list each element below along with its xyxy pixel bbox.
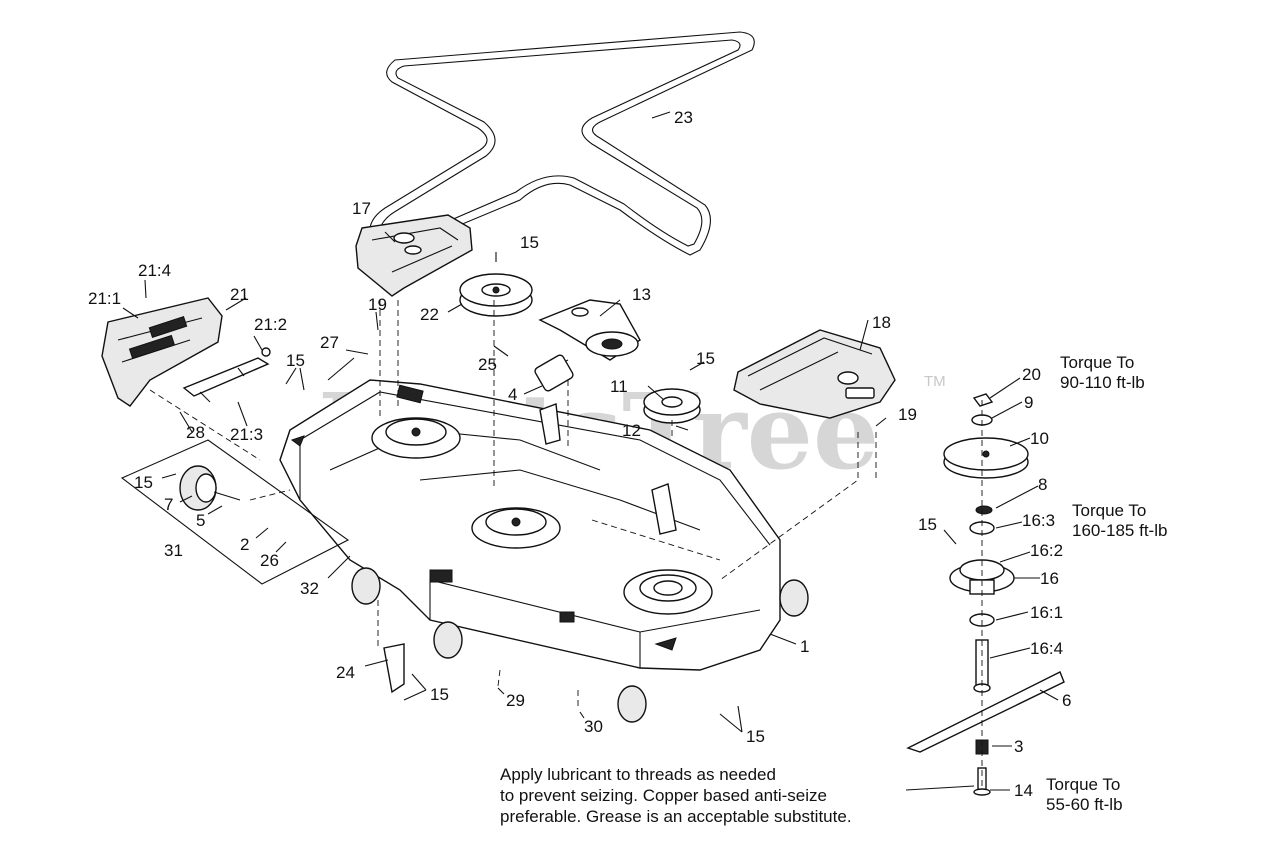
idler-pulley-part — [643, 388, 701, 424]
callout-23: 23 — [674, 108, 693, 127]
callout-25: 25 — [478, 355, 497, 374]
callout-15-idler: 15 — [696, 349, 715, 368]
callout-6: 6 — [1062, 691, 1071, 710]
group-31-outline — [120, 439, 350, 585]
callout-16-2: 16:2 — [1030, 541, 1063, 560]
gauge-wheel-part — [179, 465, 241, 511]
callout-labels: 17 23 15 22 13 25 4 11 12 15 18 19 19 21… — [88, 108, 1071, 800]
callout-17: 17 — [352, 199, 371, 218]
callout-18: 18 — [872, 313, 891, 332]
callout-21-4: 21:4 — [138, 261, 171, 280]
belt-cover-right-part — [733, 329, 896, 419]
lubricant-note: Apply lubricant to threads as needed to … — [500, 765, 852, 826]
callout-27: 27 — [320, 333, 339, 352]
callout-30: 30 — [584, 717, 603, 736]
callout-32: 32 — [300, 579, 319, 598]
callout-12: 12 — [622, 421, 641, 440]
callout-21: 21 — [230, 285, 249, 304]
drive-belt-part — [369, 31, 755, 256]
callout-11: 11 — [610, 377, 628, 396]
watermark-trademark: TM — [924, 373, 946, 390]
callout-19-left: 19 — [368, 295, 387, 314]
callout-21-1: 21:1 — [88, 289, 121, 308]
callout-16: 16 — [1040, 569, 1059, 588]
lubricant-line2: to prevent seizing. Copper based anti-se… — [500, 786, 827, 805]
callout-15-cover: 15 — [286, 351, 305, 370]
callout-21-2: 21:2 — [254, 315, 287, 334]
callout-15-bracket: 15 — [430, 685, 449, 704]
torque-14-line2: 55-60 ft-lb — [1046, 795, 1123, 814]
callout-15-deck: 15 — [746, 727, 765, 746]
callout-16-3: 16:3 — [1022, 511, 1055, 530]
callout-3: 3 — [1014, 737, 1023, 756]
belt-cover-left-part — [355, 214, 473, 297]
callout-8: 8 — [1038, 475, 1047, 494]
callout-14: 14 — [1014, 781, 1033, 800]
torque-notes: Torque To 90-110 ft-lb Torque To 160-185… — [1046, 353, 1167, 814]
callout-2: 2 — [240, 535, 249, 554]
spindle-assembly — [906, 393, 1065, 796]
callout-15-pulley: 15 — [520, 233, 539, 252]
callout-29: 29 — [506, 691, 525, 710]
idler-arm-part — [538, 299, 641, 361]
callout-16-1: 16:1 — [1030, 603, 1063, 622]
pulley-part — [459, 273, 533, 317]
callout-16-4: 16:4 — [1030, 639, 1063, 658]
spring-part — [534, 354, 574, 392]
callout-20: 20 — [1022, 365, 1041, 384]
lubricant-line3: preferable. Grease is an acceptable subs… — [500, 807, 852, 826]
mower-deck-part — [279, 379, 809, 723]
callout-26: 26 — [260, 551, 279, 570]
callout-9: 9 — [1024, 393, 1033, 412]
torque-14-line1: Torque To — [1046, 775, 1120, 794]
assembly-guide-lines — [149, 300, 877, 708]
callout-15-wheel: 15 — [134, 473, 153, 492]
torque-8-line1: Torque To — [1072, 501, 1146, 520]
callout-7: 7 — [164, 495, 173, 514]
callout-28: 28 — [186, 423, 205, 442]
callout-19-right: 19 — [898, 405, 917, 424]
leader-lines — [122, 111, 1059, 791]
callout-15-spindle: 15 — [918, 515, 937, 534]
callout-4: 4 — [508, 385, 517, 404]
callout-21-3: 21:3 — [230, 425, 263, 444]
cover-bracket-part — [182, 347, 271, 403]
callout-31: 31 — [164, 541, 183, 560]
callout-10: 10 — [1030, 429, 1049, 448]
callout-24: 24 — [336, 663, 355, 682]
lubricant-line1: Apply lubricant to threads as needed — [500, 765, 776, 784]
callout-22: 22 — [420, 305, 439, 324]
callout-5: 5 — [196, 511, 205, 530]
front-cover-part — [101, 297, 223, 407]
callout-13: 13 — [632, 285, 651, 304]
torque-8-line2: 160-185 ft-lb — [1072, 521, 1167, 540]
wheel-bracket-part — [383, 643, 405, 694]
torque-20-line2: 90-110 ft-lb — [1060, 373, 1145, 392]
callout-1: 1 — [800, 637, 809, 656]
torque-20-line1: Torque To — [1060, 353, 1134, 372]
